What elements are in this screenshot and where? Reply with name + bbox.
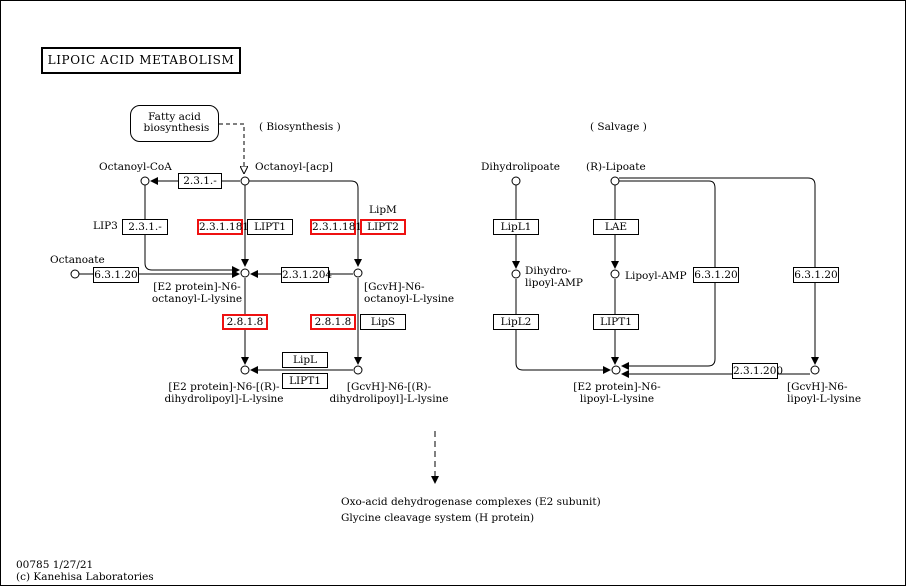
label-dihydrolipoate: Dihydrolipoate [481,161,560,173]
enzyme-2-8-1-8-b[interactable]: 2.8.1.8 [310,314,356,330]
enzyme-2-8-1-8-a[interactable]: 2.8.1.8 [222,314,268,330]
label-e2-octanoyl: [E2 protein]-N6- octanoyl-L-lysine [151,281,243,305]
enzyme-lae[interactable]: LAE [593,219,639,235]
enzyme-lipl[interactable]: LipL [282,352,328,368]
enzyme-lipt2[interactable]: LIPT2 [360,219,406,235]
map-title: LIPOIC ACID METABOLISM [41,47,241,74]
gene-label-lipm: LipM [369,204,397,216]
compound-octanoate[interactable] [70,269,80,279]
map-link-label: Fatty acid biosynthesis [143,111,210,134]
enzyme-2-3-1-181-b[interactable]: 2.3.1.181 [310,219,363,235]
enzyme-lipt1-c[interactable]: LIPT1 [593,314,639,330]
enzyme-lipt1-a[interactable]: LIPT1 [247,219,293,235]
label-octanoyl-coa: Octanoyl-CoA [99,161,172,173]
enzyme-lipl1[interactable]: LipL1 [493,219,539,235]
compound-octanoyl-coa[interactable] [140,176,150,186]
section-salvage: ( Salvage ) [590,121,647,133]
footer-copyright: (c) Kanehisa Laboratories [16,571,154,583]
edge-fa-to-octanoyl-acp [219,123,244,173]
label-lipoyl-amp: Lipoyl-AMP [625,270,687,282]
product-glycine-cleavage: Glycine cleavage system (H protein) [341,512,535,524]
enzyme-2-3-1-181-a[interactable]: 2.3.1.181 [197,219,250,235]
label-e2-lipoyl: [E2 protein]-N6- lipoyl-L-lysine [573,381,661,405]
label-octanoate: Octanoate [50,254,105,266]
compound-e2-octanoyl[interactable] [240,268,250,278]
label-dihydrolipoyl-amp: Dihydro- lipoyl-AMP [525,265,583,289]
compound-lipoyl-amp[interactable] [610,269,620,279]
compound-e2-lipoyl[interactable] [611,365,621,375]
footer-id-date: 00785 1/27/21 [16,559,94,571]
compound-gcvh-lipoyl[interactable] [810,365,820,375]
label-octanoyl-acp: Octanoyl-[acp] [255,161,333,173]
label-gcvh-dihydrolipoyl: [GcvH]-N6-[(R)- dihydrolipoyl]-L-lysine [329,381,449,405]
compound-octanoyl-acp[interactable] [240,176,250,186]
enzyme-lips[interactable]: LipS [360,314,406,330]
enzyme-lipl2[interactable]: LipL2 [493,314,539,330]
label-r-lipoate: (R)-Lipoate [586,161,646,173]
enzyme-6-3-1-20-mid[interactable]: 6.3.1.20 [693,267,739,283]
label-e2-dihydrolipoyl: [E2 protein]-N6-[(R)- dihydrolipoyl]-L-l… [164,381,284,405]
compound-gcvh-dihydrolipoyl[interactable] [353,365,363,375]
enzyme-2-3-1-204[interactable]: 2.3.1.204 [281,267,333,283]
edge-dhla-amp-to-e2-lipoyl [515,279,611,374]
label-gcvh-octanoyl: [GcvH]-N6- octanoyl-L-lysine [364,281,455,305]
enzyme-6-3-1-20-left[interactable]: 6.3.1.20 [93,267,139,283]
compound-r-lipoate[interactable] [610,176,620,186]
compound-dihydrolipoate[interactable] [511,176,521,186]
compound-gcvh-octanoyl[interactable] [353,268,363,278]
compound-e2-dihydrolipoyl[interactable] [240,365,250,375]
label-gcvh-lipoyl: [GcvH]-N6- lipoyl-L-lysine [787,381,862,405]
enzyme-6-3-1-20-right[interactable]: 6.3.1.20 [793,267,839,283]
enzyme-2-3-1-lip3[interactable]: 2.3.1.- [122,219,168,235]
compound-dihydrolipoyl-amp[interactable] [511,269,521,279]
product-oxo-acid: Oxo-acid dehydrogenase complexes (E2 sub… [341,496,601,508]
edge-acp-to-gcvh [249,180,362,267]
enzyme-lipt1-b[interactable]: LIPT1 [282,373,328,389]
edge-coa-to-e2 [144,185,240,274]
enzyme-2-3-1-top[interactable]: 2.3.1.- [178,173,222,189]
section-biosynthesis: ( Biosynthesis ) [259,121,341,133]
enzyme-2-3-1-200[interactable]: 2.3.1.200 [732,363,784,379]
gene-label-lip3: LIP3 [93,220,118,232]
fatty-acid-biosynthesis-map-link[interactable]: Fatty acid biosynthesis [130,105,219,142]
edge-lipoate-to-gcvh-lipoyl [619,177,819,365]
